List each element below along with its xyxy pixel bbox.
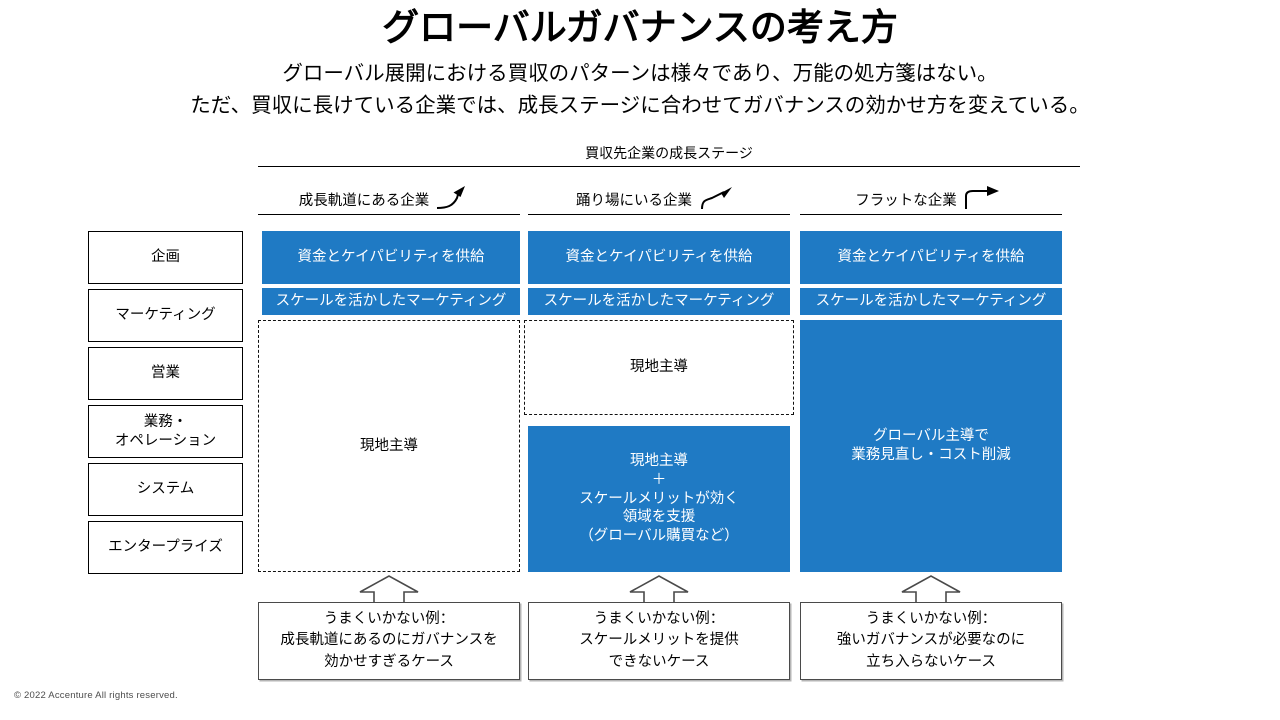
row-label-marketing[interactable]: マーケティング <box>88 289 243 342</box>
cell-col1-marketing[interactable]: スケールを活かしたマーケティング <box>262 288 520 315</box>
callout-box-2[interactable]: うまくいかない例： スケールメリットを提供 できないケース <box>528 602 790 680</box>
column-header-flat: フラットな企業 <box>800 186 1062 212</box>
cell-col3-supply-text: 資金とケイパビリティを供給 <box>837 249 1025 266</box>
cell-col1-marketing-text: スケールを活かしたマーケティング <box>275 293 507 310</box>
cell-col2-blue-line-1: 現地主導 <box>630 452 688 469</box>
callout-2-line-1: うまくいかない例： <box>593 611 725 628</box>
row-label-kikaku[interactable]: 企画 <box>88 231 243 284</box>
callout-2-line-3: できないケース <box>608 653 710 670</box>
cell-col3-global-lead[interactable]: グローバル主導で 業務見直し・コスト削減 <box>800 320 1062 572</box>
callout-3-line-1: うまくいかない例： <box>865 611 997 628</box>
cell-col2-blue-line-2: ＋ <box>651 471 667 488</box>
up-arrow-connector-2 <box>618 574 700 611</box>
callout-box-1[interactable]: うまくいかない例： 成長軌道にあるのにガバナンスを 効かせすぎるケース <box>258 602 520 680</box>
s-curve-up-arrow-icon <box>698 186 742 212</box>
row-label-enterprise-text: エンタープライズ <box>108 539 223 556</box>
cell-col2-blue-line-5: （グローバル購買など） <box>579 528 739 545</box>
cell-col2-local-lead-text: 現地主導 <box>630 359 688 376</box>
cell-col2-marketing-text: スケールを活かしたマーケティング <box>543 293 775 310</box>
up-arrow-connector-1 <box>348 574 430 611</box>
row-label-eigyo-text: 営業 <box>151 365 180 382</box>
flat-elbow-right-arrow-icon <box>963 186 1007 212</box>
row-label-marketing-text: マーケティング <box>115 307 216 324</box>
cell-col3-supply[interactable]: 資金とケイパビリティを供給 <box>800 231 1062 284</box>
copyright-footer: © 2022 Accenture All rights reserved. <box>14 690 178 701</box>
cell-col2-blue-line-3: スケールメリットが効く <box>579 490 739 507</box>
up-arrow-connector-3 <box>890 574 972 611</box>
row-label-eigyo[interactable]: 営業 <box>88 347 243 400</box>
page-subtitle: グローバル展開における買収のパターンは様々であり、万能の処方箋はない。 ただ、買… <box>0 58 1280 122</box>
callout-2-line-2: スケールメリットを提供 <box>579 632 739 649</box>
column-rule-plateau <box>528 214 790 215</box>
column-header-plateau: 踊り場にいる企業 <box>528 186 790 212</box>
column-header-growth: 成長軌道にある企業 <box>258 186 520 212</box>
j-curve-up-arrow-icon <box>435 186 479 212</box>
callout-1-line-3: 効かせすぎるケース <box>324 653 454 670</box>
cell-col1-supply[interactable]: 資金とケイパビリティを供給 <box>262 231 520 284</box>
row-label-system[interactable]: システム <box>88 463 243 516</box>
column-header-growth-label: 成長軌道にある企業 <box>298 192 430 209</box>
row-label-gyomu-line1: 業務・ <box>143 414 188 431</box>
row-label-gyomu-operation[interactable]: 業務・ オペレーション <box>88 405 243 458</box>
cell-col3-global-line-2: 業務見直し・コスト削減 <box>851 447 1011 463</box>
cell-col3-global-line-1: グローバル主導で <box>873 428 989 445</box>
column-rule-flat <box>800 214 1062 215</box>
subtitle-line-1: グローバル展開における買収のパターンは様々であり、万能の処方箋はない。 <box>282 62 998 85</box>
column-rule-growth <box>258 214 520 215</box>
cell-col1-local-lead-text: 現地主導 <box>360 437 418 454</box>
axis-top-rule <box>258 166 1080 167</box>
cell-col2-local-plus-scale[interactable]: 現地主導 ＋ スケールメリットが効く 領域を支援 （グローバル購買など） <box>528 426 790 572</box>
subtitle-line-2: ただ、買収に長けている企業では、成長ステージに合わせてガバナンスの効かせ方を変え… <box>190 93 1090 117</box>
callout-1-line-2: 成長軌道にあるのにガバナンスを <box>280 632 498 649</box>
cell-col2-blue-line-4: 領域を支援 <box>622 509 696 526</box>
row-label-gyomu-line2: オペレーション <box>114 432 217 449</box>
callout-box-3[interactable]: うまくいかない例： 強いガバナンスが必要なのに 立ち入らないケース <box>800 602 1062 680</box>
cell-col2-marketing[interactable]: スケールを活かしたマーケティング <box>528 288 790 315</box>
callout-3-line-3: 立ち入らないケース <box>866 653 996 670</box>
growth-stage-axis-caption: 買収先企業の成長ステージ <box>585 145 753 161</box>
cell-col3-marketing[interactable]: スケールを活かしたマーケティング <box>800 288 1062 315</box>
cell-col2-supply-text: 資金とケイパビリティを供給 <box>565 249 753 266</box>
column-header-plateau-label: 踊り場にいる企業 <box>576 192 692 209</box>
page-title: グローバルガバナンスの考え方 <box>382 7 898 48</box>
cell-col2-local-lead[interactable]: 現地主導 <box>524 320 794 415</box>
cell-col1-local-lead[interactable]: 現地主導 <box>258 320 520 572</box>
callout-1-line-1: うまくいかない例： <box>323 611 455 628</box>
row-label-system-text: システム <box>136 481 195 498</box>
cell-col1-supply-text: 資金とケイパビリティを供給 <box>297 249 485 266</box>
column-header-flat-label: フラットな企業 <box>855 192 957 209</box>
row-label-kikaku-text: 企画 <box>151 249 180 266</box>
cell-col3-marketing-text: スケールを活かしたマーケティング <box>815 293 1047 310</box>
cell-col2-supply[interactable]: 資金とケイパビリティを供給 <box>528 231 790 284</box>
row-label-enterprise[interactable]: エンタープライズ <box>88 521 243 574</box>
callout-3-line-2: 強いガバナンスが必要なのに <box>836 632 1026 649</box>
